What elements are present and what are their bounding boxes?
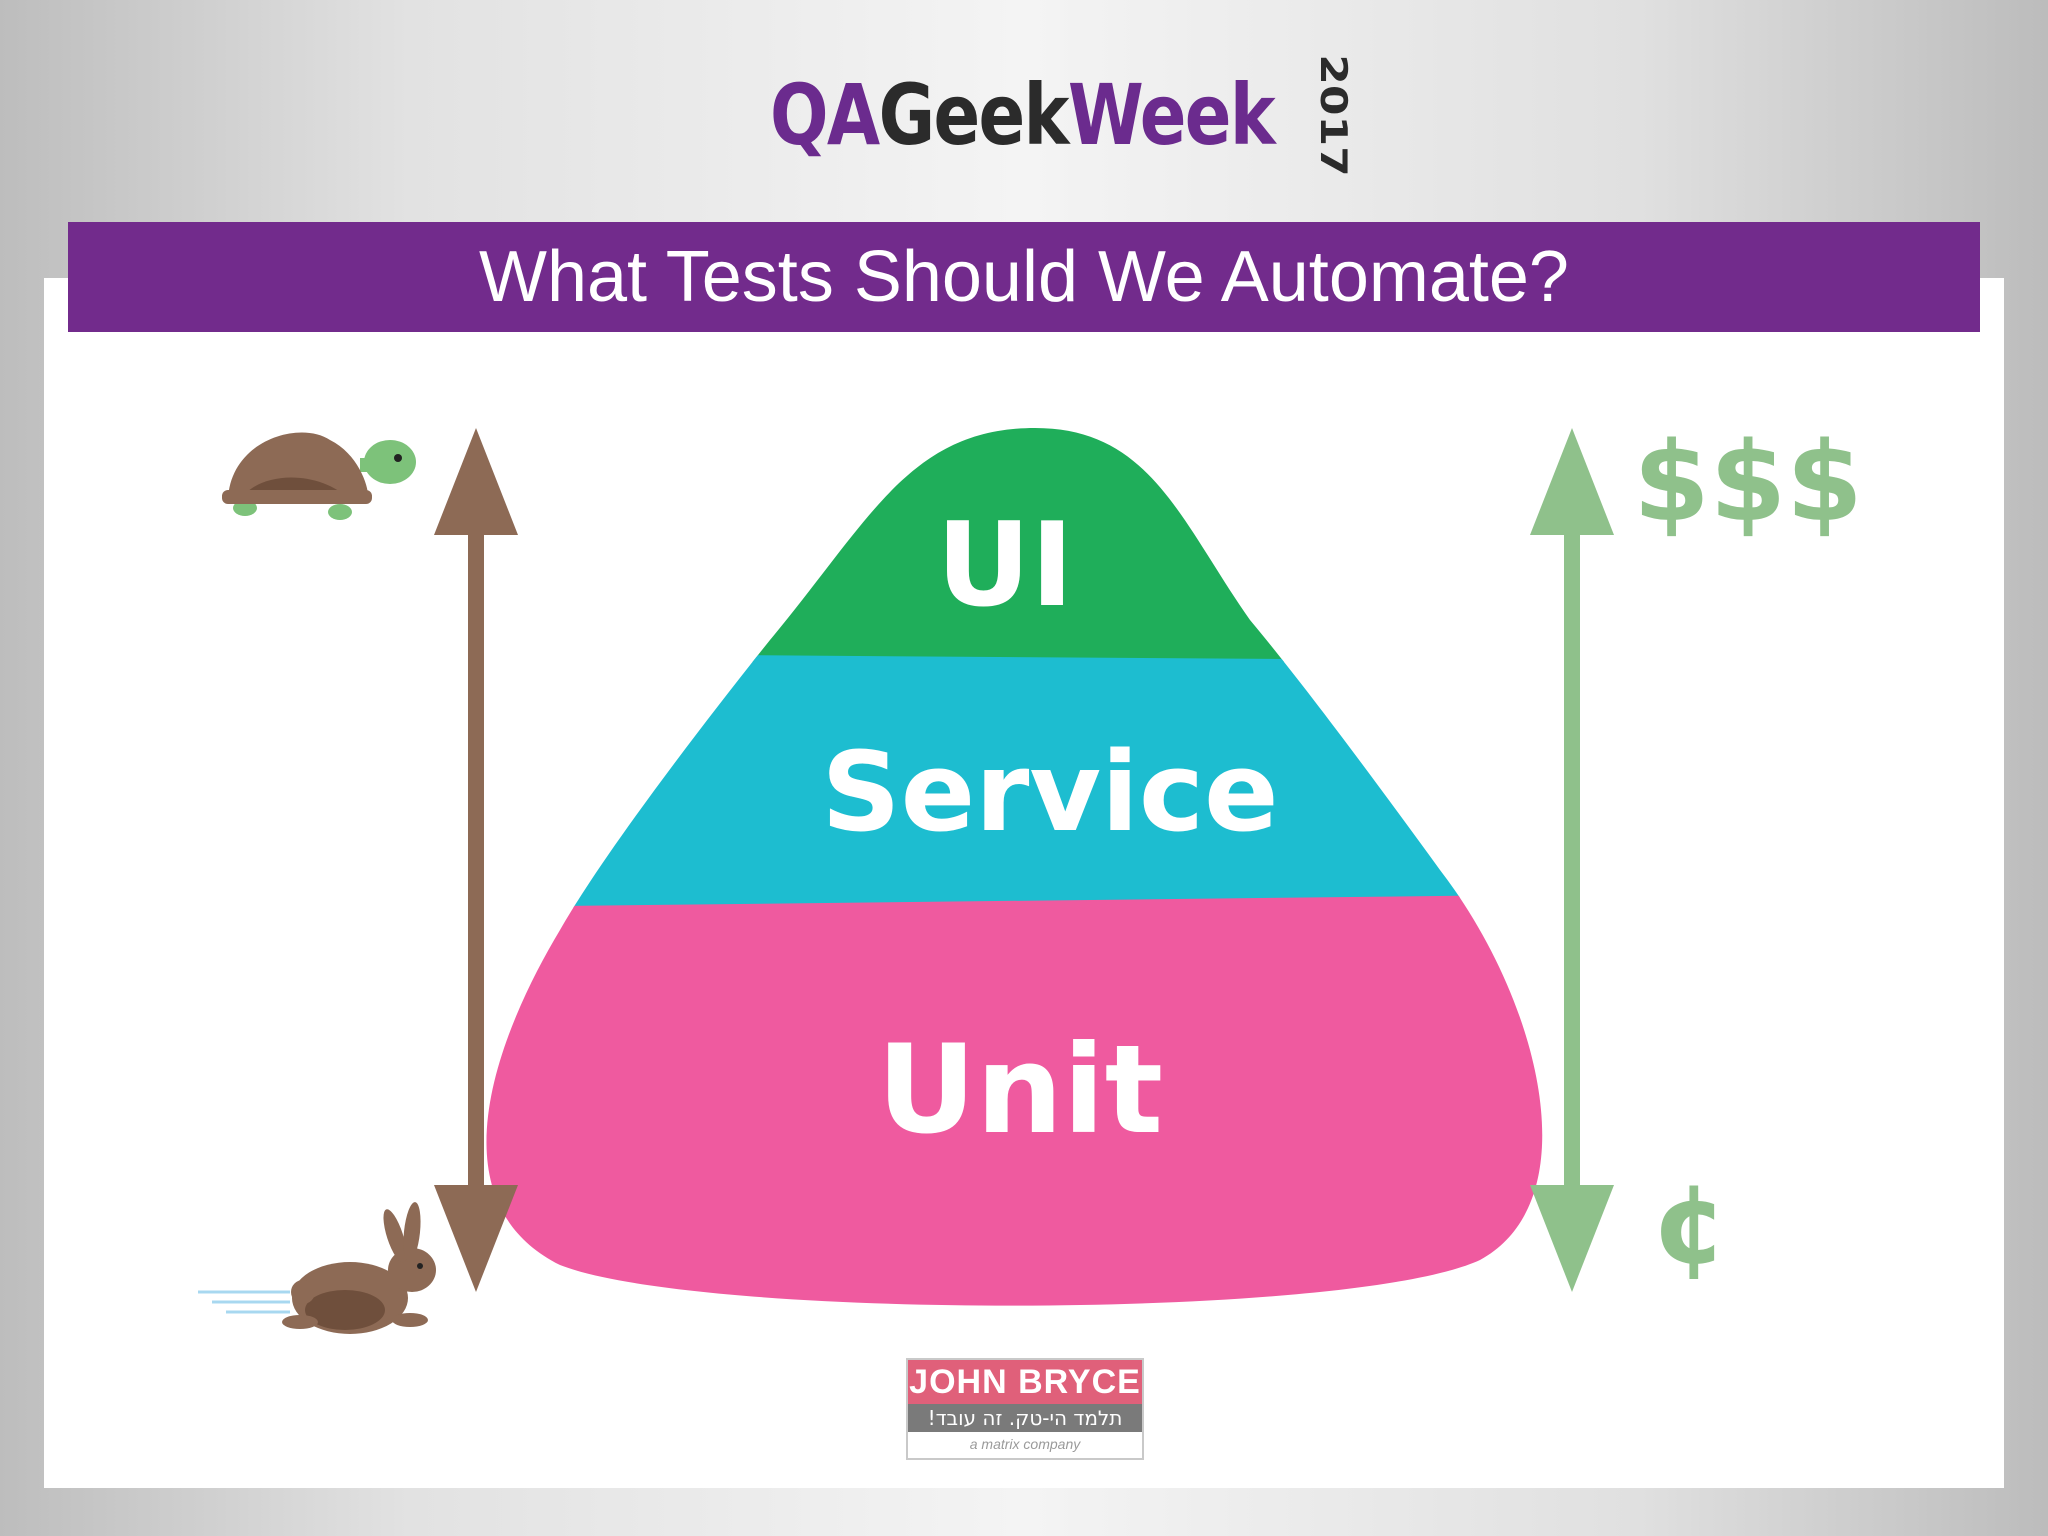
footer-brand: JOHN BRYCE xyxy=(908,1360,1142,1404)
footer-sub: a matrix company xyxy=(969,1436,1081,1452)
logo-qa: QA xyxy=(770,66,880,164)
logo-week: Week xyxy=(1067,66,1276,164)
footer-tagline: תלמד הי-טק. זה עובד! xyxy=(908,1404,1142,1432)
pyramid-layer-unit xyxy=(486,893,1543,1306)
speed-axis-arrow xyxy=(434,428,518,1292)
title-bar: What Tests Should We Automate? xyxy=(68,222,1980,332)
pyramid-label-ui: UI xyxy=(936,498,1073,633)
pyramid-label-service: Service xyxy=(821,728,1278,856)
logo-geek: Geek xyxy=(878,66,1070,164)
john-bryce-logo: JOHN BRYCE תלמד הי-טק. זה עובד! a matrix… xyxy=(906,1358,1144,1460)
pyramid-label-unit: Unit xyxy=(877,1019,1163,1161)
rabbit-icon xyxy=(198,1202,436,1334)
turtle-icon xyxy=(222,432,416,520)
slide-title: What Tests Should We Automate? xyxy=(479,237,1569,317)
cost-label-high: $$$ xyxy=(1633,418,1863,546)
cost-axis-arrow xyxy=(1530,428,1614,1292)
cost-label-low: ¢ xyxy=(1652,1160,1729,1288)
